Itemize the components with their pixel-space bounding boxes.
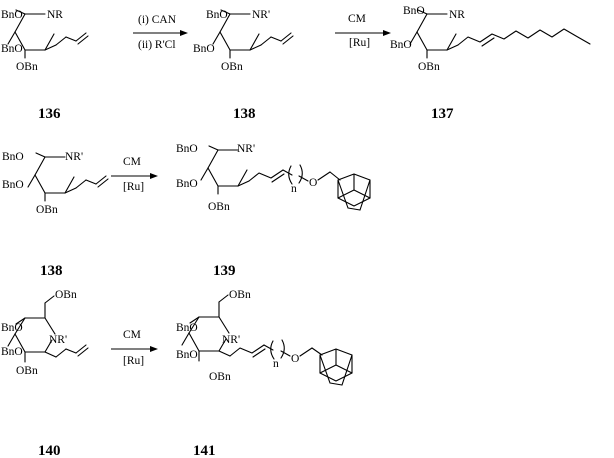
compound-number: 141	[193, 443, 216, 458]
label-nrp: NR'	[237, 143, 255, 155]
compound-136: BnO NR BnO OBn 136	[1, 9, 89, 122]
label-nr: NR	[449, 9, 465, 21]
label-bno: BnO	[1, 322, 23, 334]
reaction-arrow-1: (i) CAN (ii) R'Cl	[133, 14, 188, 51]
reagent-top: CM	[348, 13, 366, 25]
compound-140: OBn BnO NR' BnO OBn 140	[1, 289, 89, 458]
reagent-bottom: [Ru]	[123, 181, 144, 193]
label-bno: BnO	[176, 143, 198, 155]
label-obn: OBn	[16, 365, 38, 377]
label-nrp: NR'	[222, 334, 240, 346]
reagent-bottom: [Ru]	[123, 355, 144, 367]
reaction-arrow-2: CM [Ru]	[335, 13, 391, 49]
compound-number: 136	[38, 106, 61, 122]
reaction-arrow-4: CM [Ru]	[111, 329, 158, 367]
label-obn: OBn	[221, 61, 243, 73]
label-nrp: NR'	[252, 9, 270, 21]
label-bno: BnO	[2, 179, 24, 191]
label-n: n	[291, 183, 297, 195]
label-obn: OBn	[209, 371, 231, 383]
label-bno: BnO	[176, 178, 198, 190]
label-bno: BnO	[403, 5, 425, 17]
label-bno: BnO	[176, 322, 198, 334]
label-nr: NR	[47, 9, 63, 21]
label-bno: BnO	[206, 9, 228, 21]
reagent-top: (i) CAN	[138, 14, 177, 26]
reagent-top: CM	[123, 329, 141, 341]
label-o: O	[309, 177, 317, 189]
compound-number: 137	[431, 106, 454, 122]
compound-number: 138	[233, 106, 256, 122]
label-nrp: NR'	[65, 151, 83, 163]
label-obn: OBn	[16, 61, 38, 73]
label-bno: BnO	[1, 9, 23, 21]
reagent-bottom: [Ru]	[349, 37, 370, 49]
label-o: O	[291, 353, 299, 365]
label-nrp: NR'	[49, 334, 67, 346]
label-bno: BnO	[176, 349, 198, 361]
compound-139: BnO NR' BnO OBn n O 139	[176, 143, 371, 279]
compound-number: 138	[40, 263, 63, 279]
compound-number: 140	[38, 443, 61, 458]
label-obn: OBn	[36, 204, 58, 216]
label-obn: OBn	[55, 289, 77, 301]
compound-141: OBn BnO NR' BnO OBn n O 141	[176, 289, 353, 458]
reagent-bottom: (ii) R'Cl	[138, 39, 176, 51]
compound-138-repeat: BnO NR' BnO OBn 138	[2, 151, 109, 279]
compound-138: BnO NR' BnO OBn 138	[193, 9, 294, 122]
label-n: n	[273, 358, 279, 370]
label-bno: BnO	[1, 43, 23, 55]
reagent-top: CM	[123, 156, 141, 168]
label-obn: OBn	[229, 289, 251, 301]
label-obn: OBn	[418, 61, 440, 73]
label-bno: BnO	[193, 43, 215, 55]
reaction-arrow-3: CM [Ru]	[111, 156, 158, 193]
label-obn: OBn	[208, 201, 230, 213]
label-bno: BnO	[390, 39, 412, 51]
label-bno: BnO	[2, 151, 24, 163]
label-bno: BnO	[1, 346, 23, 358]
compound-number: 139	[213, 263, 236, 279]
compound-137: BnO NR BnO OBn 137	[390, 5, 591, 122]
